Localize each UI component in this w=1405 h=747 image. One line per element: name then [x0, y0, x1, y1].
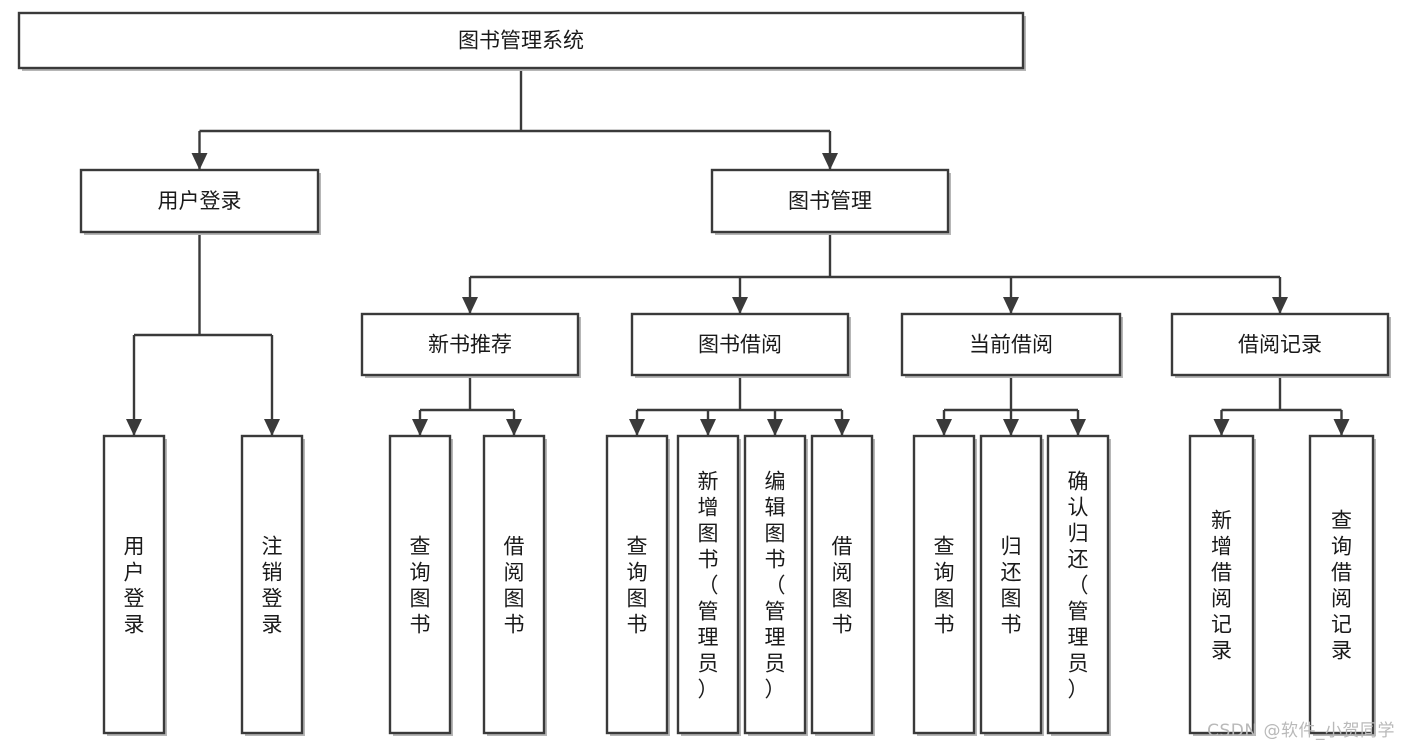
- node-border: [482, 434, 546, 735]
- arrow-borrow-record: [1272, 297, 1288, 314]
- arrow-book-borrow: [732, 297, 748, 314]
- node-label: 借阅记录: [1238, 333, 1322, 357]
- node-border: [79, 168, 320, 234]
- node-label: 图书管理: [788, 189, 872, 213]
- node-leaf-query-book-rec[interactable]: 查询图书: [388, 434, 453, 736]
- node-leaf-query-book-cb[interactable]: 查询图书: [912, 434, 977, 736]
- node-new-book-rec[interactable]: 新书推荐: [360, 312, 581, 378]
- node-label: 确认归还（管理员）: [1068, 470, 1089, 702]
- node-label: 编辑图书（管理员）: [765, 470, 786, 702]
- node-leaf-user-login[interactable]: 用户登录: [102, 434, 167, 736]
- node-book-borrow[interactable]: 图书借阅: [630, 312, 851, 378]
- node-label: 借阅图书: [504, 535, 525, 637]
- node-label: 查询图书: [627, 535, 648, 637]
- arrow-leaf-query-book-bb: [629, 419, 645, 436]
- node-leaf-confirm-return[interactable]: 确认归还（管理员）: [1046, 434, 1111, 736]
- arrow-leaf-query-record: [1333, 419, 1350, 436]
- arrow-book-manage: [822, 153, 838, 170]
- node-border: [900, 312, 1122, 377]
- node-leaf-borrow-book-rec[interactable]: 借阅图书: [482, 434, 547, 736]
- node-label: 查询图书: [934, 535, 955, 637]
- arrow-leaf-return-book: [1003, 419, 1019, 436]
- node-leaf-return-book[interactable]: 归还图书: [979, 434, 1044, 736]
- node-label: 借阅图书: [832, 535, 853, 637]
- arrow-leaf-query-book-rec: [412, 419, 428, 436]
- node-border: [1308, 434, 1375, 735]
- arrow-user-login: [191, 153, 208, 170]
- node-border: [743, 434, 807, 735]
- node-book-manage[interactable]: 图书管理: [710, 168, 951, 235]
- arrow-leaf-edit-book: [767, 419, 783, 436]
- node-label: 用户登录: [124, 535, 145, 637]
- node-border: [102, 434, 166, 735]
- node-leaf-add-record[interactable]: 新增借阅记录: [1188, 434, 1256, 736]
- node-border: [1170, 312, 1390, 377]
- node-borrow-record[interactable]: 借阅记录: [1170, 312, 1391, 378]
- node-label: 查询借阅记录: [1331, 509, 1352, 663]
- node-leaf-borrow-book-bb[interactable]: 借阅图书: [810, 434, 875, 736]
- node-leaf-edit-book[interactable]: 编辑图书（管理员）: [743, 434, 808, 736]
- node-border: [1188, 434, 1255, 735]
- node-label: 当前借阅: [969, 333, 1053, 357]
- node-leaf-user-logout[interactable]: 注销登录: [240, 434, 305, 736]
- arrow-new-book-rec: [462, 297, 478, 314]
- arrow-current-borrow: [1003, 297, 1019, 314]
- node-border: [979, 434, 1043, 735]
- node-label: 归还图书: [1001, 535, 1022, 637]
- node-border: [605, 434, 669, 735]
- node-label: 注销登录: [262, 535, 283, 637]
- node-user-login[interactable]: 用户登录: [79, 168, 321, 235]
- node-root[interactable]: 图书管理系统: [17, 11, 1026, 71]
- arrow-leaf-borrow-book-bb: [834, 419, 850, 436]
- node-border: [388, 434, 452, 735]
- arrow-leaf-query-book-cb: [936, 419, 952, 436]
- node-leaf-query-record[interactable]: 查询借阅记录: [1308, 434, 1376, 736]
- node-border: [360, 312, 580, 377]
- node-label: 新书推荐: [428, 333, 512, 357]
- arrow-leaf-user-logout: [264, 419, 280, 436]
- node-border: [676, 434, 740, 735]
- node-current-borrow[interactable]: 当前借阅: [900, 312, 1123, 378]
- node-label: 图书管理系统: [458, 29, 584, 53]
- connector-lines: [126, 68, 1350, 436]
- node-border: [17, 11, 1025, 70]
- node-border: [810, 434, 874, 735]
- node-label: 新增图书（管理员）: [698, 470, 719, 702]
- node-label: 查询图书: [410, 535, 431, 637]
- node-label: 图书借阅: [698, 333, 782, 357]
- arrow-leaf-user-login: [126, 419, 142, 436]
- node-leaf-add-book[interactable]: 新增图书（管理员）: [676, 434, 741, 736]
- arrow-leaf-confirm-return: [1070, 419, 1086, 436]
- node-border: [912, 434, 976, 735]
- arrow-leaf-borrow-book-rec: [506, 419, 522, 436]
- node-border: [240, 434, 304, 735]
- arrow-leaf-add-record: [1213, 419, 1230, 436]
- node-label: 用户登录: [158, 189, 242, 213]
- node-border: [630, 312, 850, 377]
- node-label: 新增借阅记录: [1211, 509, 1232, 663]
- node-border: [710, 168, 950, 234]
- node-leaf-query-book-bb[interactable]: 查询图书: [605, 434, 670, 736]
- node-boxes: 图书管理系统用户登录图书管理新书推荐图书借阅当前借阅借阅记录用户登录注销登录查询…: [17, 11, 1391, 736]
- node-border: [1046, 434, 1110, 735]
- arrow-leaf-add-book: [700, 419, 716, 436]
